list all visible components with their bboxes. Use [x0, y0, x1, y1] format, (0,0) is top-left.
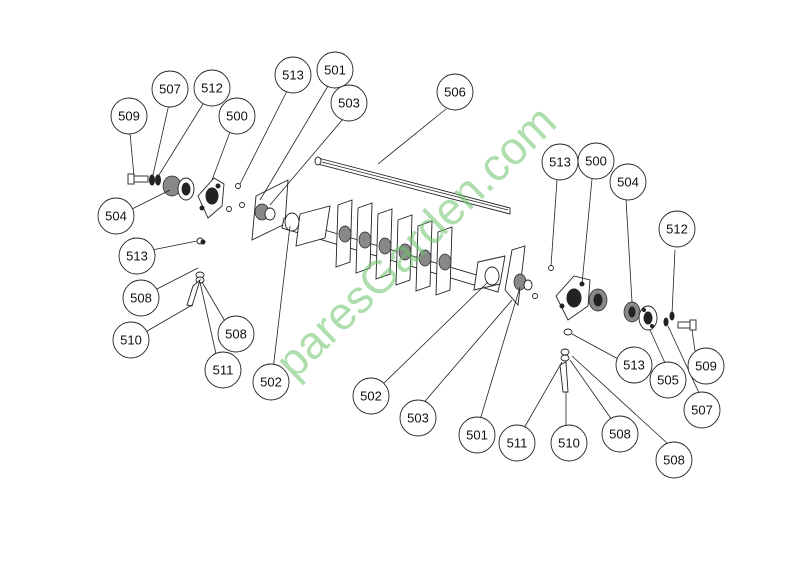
- callout-label: 511: [213, 363, 234, 378]
- callout-bubble: 507: [683, 391, 721, 429]
- washer-507-right: [663, 317, 669, 327]
- callout-bubble: 508: [655, 441, 693, 479]
- callout-label: 508: [609, 427, 631, 442]
- callout-bubble: 502: [352, 377, 390, 415]
- nut-513-right-a: [548, 265, 554, 271]
- callout-label: 500: [226, 109, 248, 124]
- callout-bubble: 508: [217, 315, 255, 353]
- callout-label: 511: [507, 436, 528, 451]
- callout-label: 513: [282, 68, 304, 83]
- callout-label: 508: [225, 327, 247, 342]
- housing-500-right: [555, 275, 591, 321]
- callout-bubble: 512: [658, 210, 696, 248]
- spring-washer-512-left: [155, 174, 161, 186]
- nut-513-left-a: [226, 206, 232, 212]
- callout-label: 512: [201, 81, 223, 96]
- callout-bubble: 500: [218, 97, 256, 135]
- cylinder-blades: [281, 199, 506, 296]
- pin-510-left: [186, 278, 201, 307]
- callout-label: 508: [130, 291, 152, 306]
- callout-bubble: 502: [252, 363, 290, 401]
- callout-label: 503: [407, 411, 429, 426]
- callout-label: 503: [338, 96, 360, 111]
- callout-bubble: 510: [550, 424, 588, 462]
- callout-bubble: 509: [687, 347, 725, 385]
- callout-label: 513: [623, 358, 645, 373]
- callout-bubble: 509: [110, 97, 148, 135]
- callout-bubble: 510: [112, 321, 150, 359]
- callout-label: 508: [663, 453, 685, 468]
- callout-bubbles: 509 507 512 500 513 501 503 506 504 513 …: [97, 51, 725, 479]
- side-plate-501-right: [504, 245, 526, 307]
- callout-label: 506: [444, 85, 466, 100]
- callout-bubble: 511: [498, 424, 536, 462]
- shaft-506: [314, 156, 511, 215]
- callout-label: 509: [118, 109, 140, 124]
- pulley-505: [638, 305, 658, 331]
- callout-label: 504: [105, 209, 127, 224]
- callout-label: 502: [360, 389, 382, 404]
- callout-label: 513: [126, 249, 148, 264]
- callout-bubble: 504: [609, 163, 647, 201]
- callout-label: 513: [549, 155, 571, 170]
- callout-label: 507: [691, 403, 713, 418]
- callout-label: 509: [695, 359, 717, 374]
- callout-label: 510: [558, 436, 580, 451]
- callout-label: 500: [585, 154, 607, 169]
- right-assembly: [504, 245, 697, 393]
- pin-510-right: [559, 361, 569, 393]
- callout-bubble: 513: [541, 143, 579, 181]
- callout-label: 504: [617, 175, 639, 190]
- bearing-504-right-b: [623, 301, 641, 323]
- callout-bubble: 505: [649, 361, 687, 399]
- callout-label: 501: [466, 428, 488, 443]
- callout-bubble: 501: [316, 51, 354, 89]
- callout-bubble: 513: [615, 346, 653, 384]
- callout-bubble: 503: [330, 84, 368, 122]
- callout-bubble: 504: [97, 197, 135, 235]
- callout-bubble: 511: [204, 351, 242, 389]
- callout-label: 505: [657, 373, 679, 388]
- callout-label: 507: [159, 82, 181, 97]
- callout-bubble: 513: [274, 56, 312, 94]
- callout-label: 502: [260, 375, 282, 390]
- callout-label: 510: [120, 333, 142, 348]
- callout-bubble: 501: [458, 416, 496, 454]
- callout-bubble: 508: [122, 279, 160, 317]
- bearing-504-right: [588, 288, 608, 312]
- bearing-504-left: [162, 175, 195, 201]
- callout-label: 501: [324, 63, 346, 78]
- housing-500-left: [197, 177, 225, 219]
- nut-513-left-b: [235, 183, 241, 189]
- callout-bubble: 500: [577, 142, 615, 180]
- callout-label: 512: [666, 222, 688, 237]
- callout-bubble: 513: [118, 237, 156, 275]
- washer-507-left: [149, 174, 155, 186]
- callout-bubble: 512: [193, 69, 231, 107]
- callout-bubble: 508: [601, 415, 639, 453]
- callout-bubble: 507: [151, 70, 189, 108]
- callout-bubble: 506: [436, 73, 474, 111]
- callout-bubble: 503: [399, 399, 437, 437]
